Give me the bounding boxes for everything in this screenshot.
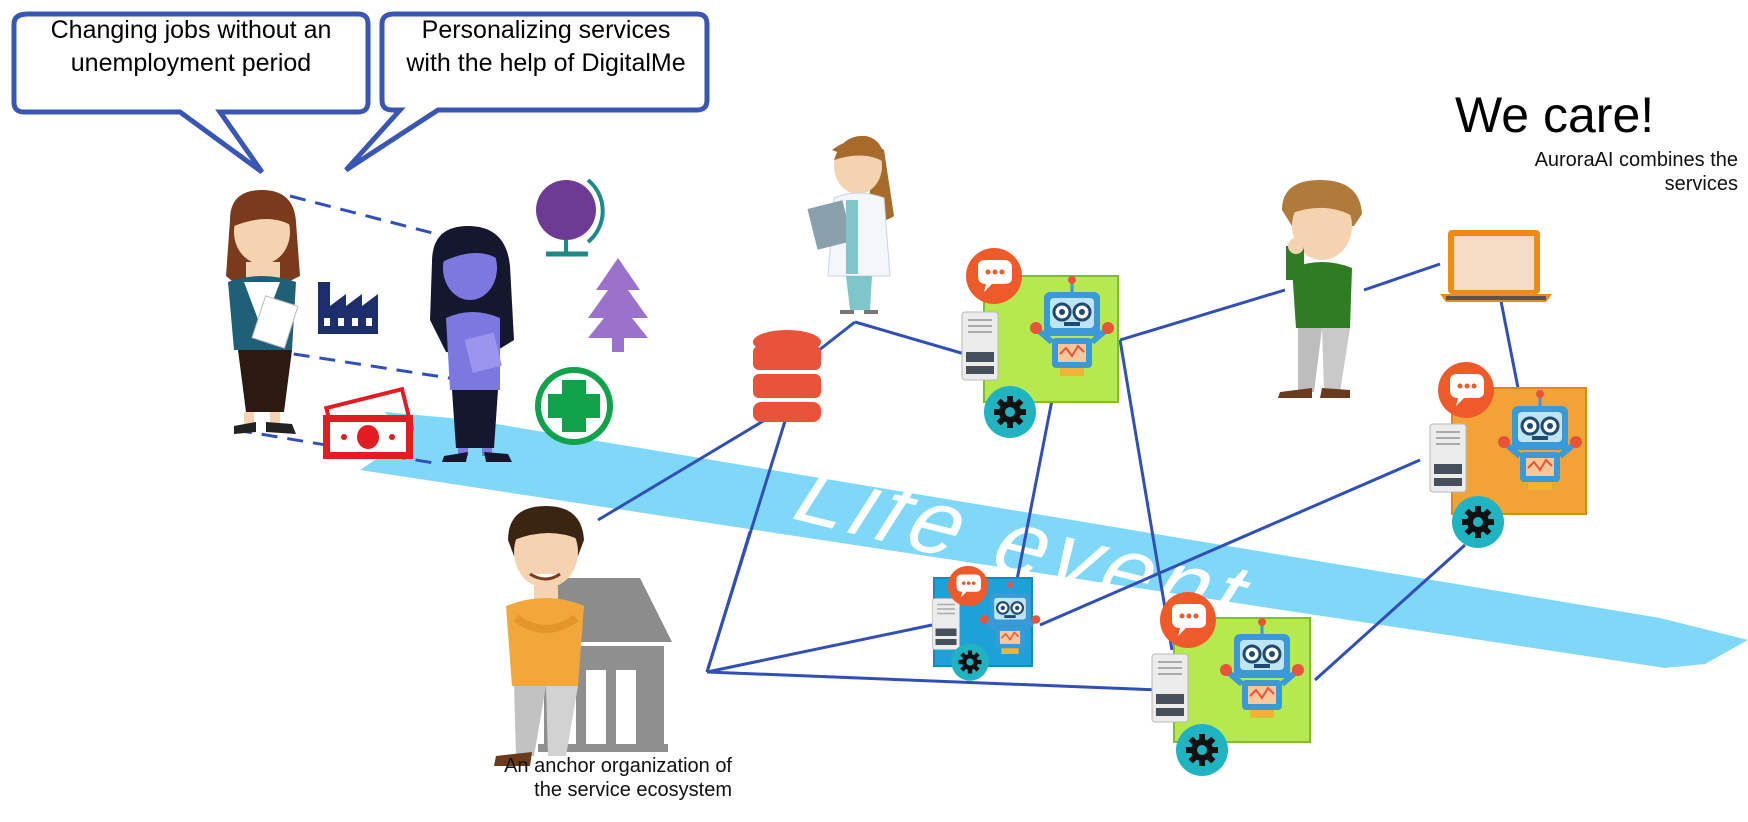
doctor-person (807, 135, 894, 314)
dashed-link (267, 348, 463, 382)
anchor-caption: An anchor organization of the service ec… (504, 755, 732, 801)
money-icon (323, 386, 415, 459)
chat-bubble-icon (1438, 362, 1494, 418)
chat-bubble-icon (966, 248, 1022, 304)
dashed-link (289, 194, 499, 252)
gear-icon (984, 386, 1036, 438)
green-man-person (1278, 180, 1362, 398)
chat-bubble-icon (1160, 592, 1216, 648)
gear-icon (1452, 496, 1504, 548)
dashed-link (235, 428, 441, 466)
laptop-icon (1440, 230, 1552, 302)
page-subtitle: AuroraAI combines the services (1534, 149, 1738, 195)
link-line (854, 320, 969, 357)
link-line (1014, 399, 1054, 586)
health-plus-icon (535, 367, 613, 445)
tree-icon (588, 258, 648, 352)
database-icon (753, 330, 821, 422)
anchor-man-person (494, 506, 584, 766)
factory-icon (318, 282, 378, 334)
link-line (1313, 543, 1467, 682)
globe-icon (536, 178, 605, 257)
speech-bubble-left (11, 11, 371, 175)
chat-bubble-icon (947, 565, 989, 607)
service-node-4 (1151, 592, 1311, 776)
link-line (705, 531, 752, 673)
server-icon (1429, 423, 1467, 493)
server-icon (961, 311, 999, 381)
link-line (1118, 339, 1174, 651)
link-line (1119, 288, 1286, 342)
gear-icon (1176, 724, 1228, 776)
link-line (706, 670, 1161, 692)
gear-icon (951, 643, 989, 681)
network-lines (235, 194, 1520, 692)
server-icon (1151, 653, 1189, 723)
speech-bubble-right (344, 11, 710, 173)
server-icon (931, 597, 961, 651)
woman-person (226, 190, 300, 434)
service-node-1 (961, 248, 1119, 438)
link-line (706, 623, 933, 674)
link-line (1498, 295, 1520, 389)
digital-twin-avatar (430, 226, 514, 462)
service-node-2 (931, 565, 1041, 681)
bubble-right-text: Personalizing services with the help of … (406, 16, 686, 77)
link-line (597, 403, 791, 522)
bubble-left-text: Changing jobs without an unemployment pe… (50, 16, 332, 77)
link-line (1363, 262, 1441, 292)
page-title: We care! (1455, 87, 1655, 143)
link-line (1039, 458, 1421, 627)
service-node-3 (1429, 362, 1587, 548)
